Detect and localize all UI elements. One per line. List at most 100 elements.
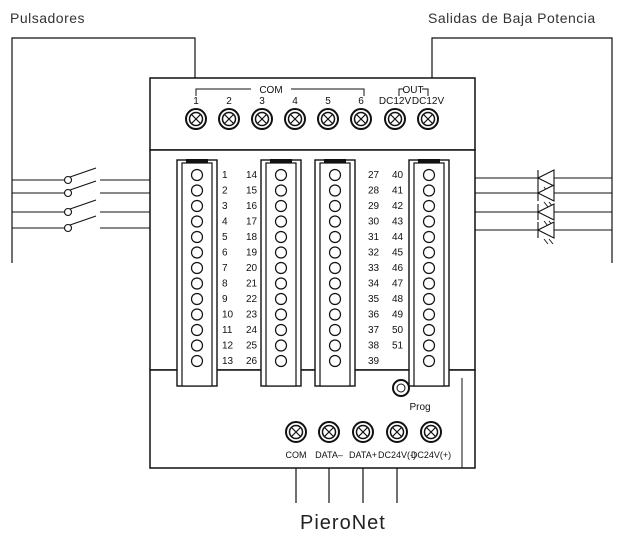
terminal-hole[interactable] (190, 292, 204, 306)
terminal-hole[interactable] (422, 277, 436, 290)
led-output (475, 221, 612, 245)
terminal-hole[interactable] (422, 199, 436, 213)
terminal-hole[interactable] (328, 168, 342, 182)
terminal-hole[interactable] (422, 308, 436, 321)
prog-button[interactable] (392, 379, 410, 397)
terminal-hole[interactable] (274, 277, 288, 290)
pin-number-label: 17 (246, 217, 258, 228)
terminal-hole[interactable] (190, 339, 204, 352)
bottom-screw-terminal[interactable] (285, 421, 307, 443)
bottom-screw-terminal[interactable] (318, 421, 340, 443)
top-header: COM OUT (195, 85, 429, 96)
terminal-hole[interactable] (190, 354, 204, 368)
bottom-section: Prog (392, 378, 463, 468)
pin-number-label: 29 (368, 201, 380, 212)
terminal-hole[interactable] (422, 168, 436, 182)
pin-number-label: 19 (246, 248, 258, 259)
top-screw-terminal[interactable] (317, 108, 339, 130)
pin-number-label: 3 (222, 201, 228, 212)
pin-number-label: 24 (246, 325, 258, 336)
terminal-hole[interactable] (274, 168, 288, 182)
terminal-hole[interactable] (190, 168, 204, 182)
bottom-screw-terminal[interactable] (386, 421, 408, 443)
top-screw-terminal[interactable] (384, 108, 406, 130)
top-terminal-label: 5 (325, 96, 331, 107)
terminal-hole[interactable] (190, 277, 204, 290)
top-terminal-label: DC12V (379, 96, 412, 107)
bottom-screw-terminal[interactable] (352, 421, 374, 443)
pushbutton-switches (12, 167, 150, 233)
terminal-hole[interactable] (422, 215, 436, 228)
terminal-hole[interactable] (274, 292, 288, 306)
out-header-label: OUT (402, 85, 423, 96)
terminal-hole[interactable] (328, 354, 342, 368)
terminal-hole[interactable] (422, 246, 436, 259)
connector-blocks: 1234567891011121314151617181920212223242… (176, 159, 450, 387)
terminal-hole[interactable] (328, 339, 342, 352)
top-screw-terminal[interactable] (350, 108, 372, 130)
pin-number-label: 50 (392, 325, 404, 336)
pin-number-label: 28 (368, 186, 380, 197)
terminal-hole[interactable] (190, 246, 204, 259)
pushbutton-switch (12, 180, 150, 198)
terminal-hole[interactable] (422, 292, 436, 306)
terminal-hole[interactable] (190, 215, 204, 228)
terminal-hole[interactable] (274, 230, 288, 244)
top-terminal-label: 2 (226, 96, 232, 107)
terminal-hole[interactable] (274, 246, 288, 259)
terminal-hole[interactable] (190, 323, 204, 337)
terminal-hole[interactable] (328, 230, 342, 244)
top-terminal-label: 1 (193, 96, 199, 107)
top-screw-terminal[interactable] (251, 108, 273, 130)
pin-number-label: 16 (246, 201, 258, 212)
pin-number-label: 31 (368, 232, 380, 243)
pin-number-label: 37 (368, 325, 380, 336)
terminal-hole[interactable] (422, 184, 436, 197)
terminal-hole[interactable] (328, 246, 342, 259)
terminal-hole[interactable] (328, 277, 342, 290)
terminal-hole[interactable] (422, 261, 436, 275)
top-screw-terminal[interactable] (417, 108, 439, 130)
top-terminal-label: 6 (358, 96, 364, 107)
terminal-hole[interactable] (190, 184, 204, 197)
terminal-hole[interactable] (274, 215, 288, 228)
bottom-screw-terminal[interactable] (420, 421, 442, 443)
terminal-hole[interactable] (328, 323, 342, 337)
top-screw-terminal[interactable] (185, 108, 207, 130)
terminal-hole[interactable] (422, 323, 436, 337)
terminal-hole[interactable] (274, 354, 288, 368)
terminal-hole[interactable] (328, 215, 342, 228)
terminal-hole[interactable] (422, 354, 436, 368)
terminal-hole[interactable] (328, 199, 342, 213)
terminal-hole[interactable] (190, 199, 204, 213)
terminal-hole[interactable] (190, 308, 204, 321)
terminal-hole[interactable] (328, 308, 342, 321)
terminal-hole[interactable] (328, 292, 342, 306)
terminal-hole[interactable] (274, 308, 288, 321)
terminal-hole[interactable] (274, 184, 288, 197)
terminal-hole[interactable] (274, 339, 288, 352)
terminal-hole[interactable] (190, 261, 204, 275)
terminal-hole[interactable] (274, 261, 288, 275)
pulsadores-label: Pulsadores (10, 10, 86, 26)
pin-number-label: 49 (392, 310, 404, 321)
terminal-hole[interactable] (328, 261, 342, 275)
terminal-hole[interactable] (274, 199, 288, 213)
terminal-hole[interactable] (422, 230, 436, 244)
pin-number-label: 7 (222, 263, 228, 274)
pin-number-label: 35 (368, 294, 380, 305)
pushbutton-switch (12, 199, 150, 217)
pin-number-label: 32 (368, 248, 380, 259)
top-screw-terminal[interactable] (218, 108, 240, 130)
terminal-hole[interactable] (422, 339, 436, 352)
top-screw-terminal[interactable] (284, 108, 306, 130)
terminal-hole[interactable] (328, 184, 342, 197)
pin-number-label: 18 (246, 232, 258, 243)
terminal-hole[interactable] (274, 323, 288, 337)
terminal-hole[interactable] (190, 230, 204, 244)
pin-number-label: 43 (392, 217, 404, 228)
com-header-label: COM (259, 85, 282, 96)
